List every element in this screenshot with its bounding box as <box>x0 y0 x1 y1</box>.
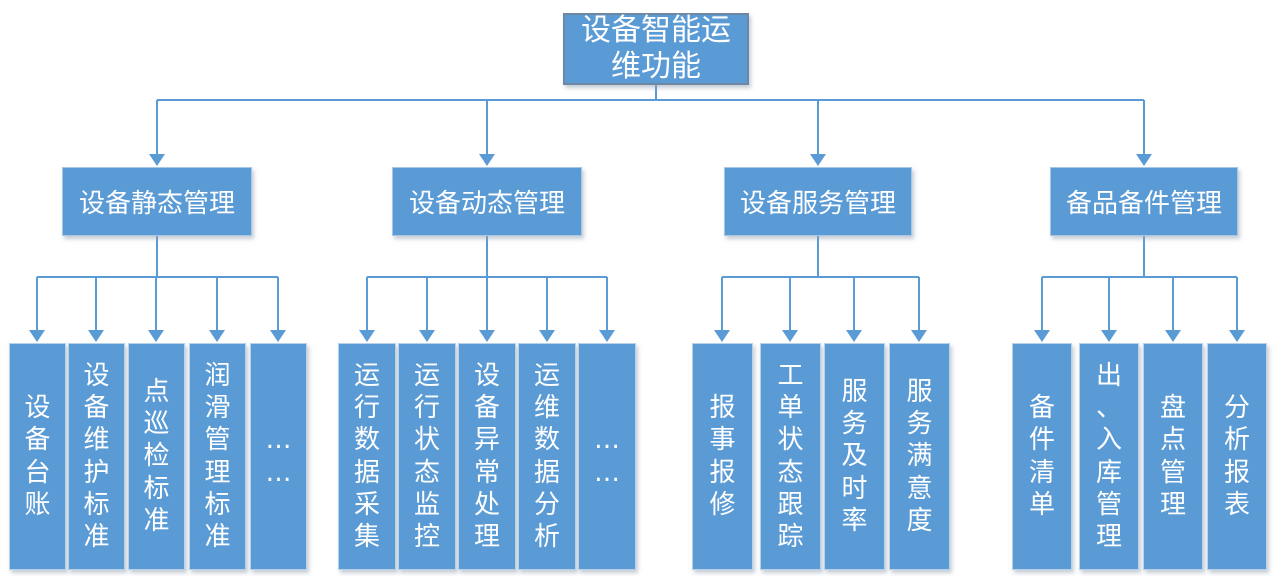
leaf-node-maintenance-standard: 设 备 维 护 标 准 <box>68 343 125 570</box>
leaf-node-service-timeliness-rate: 服 务 及 时 率 <box>824 343 885 570</box>
leaf-node-lubrication-standard: 润 滑 管 理 标 准 <box>189 343 246 570</box>
leaf-node-dynamic-more-ellipsis: … … <box>578 343 636 570</box>
leaf-node-analysis-report: 分 析 报 表 <box>1207 343 1267 570</box>
leaf-node-inbound-outbound-management: 出 、 入 库 管 理 <box>1079 343 1139 570</box>
leaf-node-stocktaking-management: 盘 点 管 理 <box>1143 343 1203 570</box>
arrowheads <box>29 154 1245 342</box>
branch-node-service-management: 设备服务管理 <box>724 167 912 236</box>
leaf-node-equipment-ledger: 设 备 台 账 <box>9 343 66 570</box>
leaf-node-inspection-standard: 点 巡 检 标 准 <box>128 343 185 570</box>
branch-node-static-management: 设备静态管理 <box>62 167 252 236</box>
leaf-node-static-more-ellipsis: … … <box>250 343 307 570</box>
leaf-node-operation-data-collection: 运 行 数 据 采 集 <box>338 343 396 570</box>
leaf-node-operation-status-monitoring: 运 行 状 态 监 控 <box>398 343 456 570</box>
leaf-node-service-satisfaction: 服 务 满 意 度 <box>889 343 950 570</box>
leaf-node-equipment-exception-handling: 设 备 异 常 处 理 <box>458 343 516 570</box>
leaf-node-work-order-tracking: 工 单 状 态 跟 踪 <box>760 343 821 570</box>
leaf-node-incident-repair-report: 报 事 报 修 <box>692 343 753 570</box>
root-node-equipment-intelligent-om: 设备智能运维功能 <box>563 13 749 85</box>
leaf-node-spare-parts-list: 备 件 清 单 <box>1012 343 1072 570</box>
branch-node-spare-parts-management: 备品备件管理 <box>1050 167 1238 236</box>
leaf-node-om-data-analysis: 运 维 数 据 分 析 <box>518 343 576 570</box>
branch-node-dynamic-management: 设备动态管理 <box>392 167 582 236</box>
